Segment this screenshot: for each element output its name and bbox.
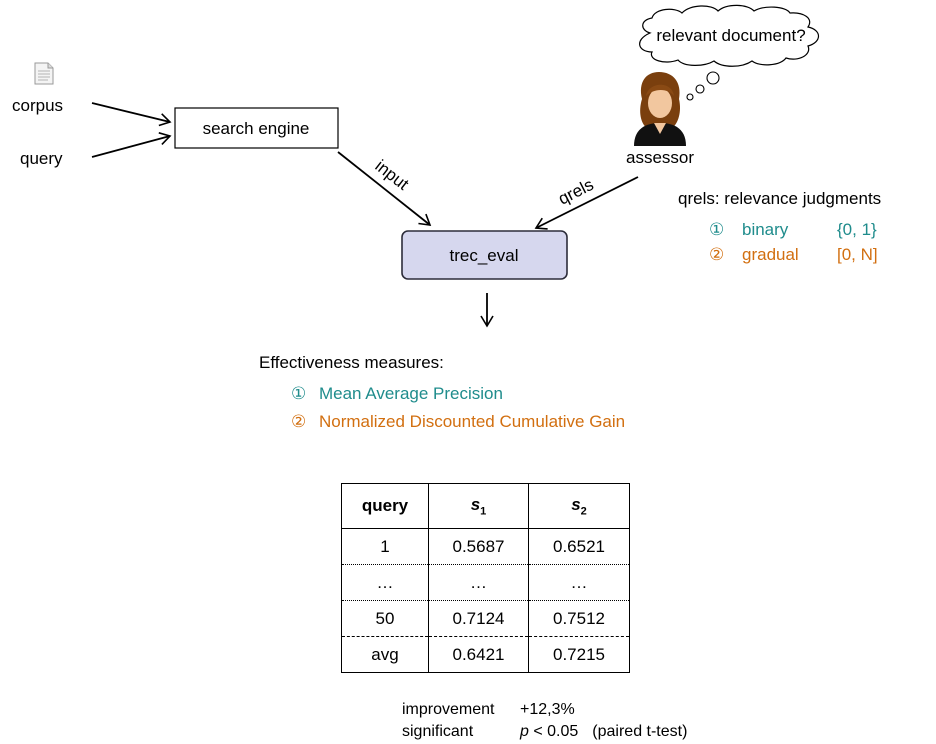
table-cell: 1 [341, 528, 429, 565]
trec-eval-box [401, 230, 568, 280]
query-arrow [91, 132, 172, 158]
table-cell: 0.6421 [428, 636, 529, 673]
measure-label: Normalized Discounted Cumulative Gain [318, 412, 626, 431]
measure-marker: ① [291, 384, 307, 403]
header-query: query [341, 483, 429, 529]
thought-cloud [639, 4, 820, 101]
trec-eval-label: trec_eval [450, 246, 519, 265]
test-name: (paired t-test) [592, 723, 688, 740]
table-row: 50 0.7124 0.7512 [341, 600, 630, 637]
significant-line: significant p < 0.05 (paired t-test) [402, 721, 687, 743]
qrels-item-binary: ① [709, 220, 724, 240]
qrels-item-binary-range: {0, 1} [837, 220, 877, 239]
qrels-item-marker: ① [709, 220, 725, 239]
measure-marker: ② [291, 412, 307, 431]
p-value: < 0.05 [528, 723, 579, 740]
qrels-info-title: qrels: relevance judgments [678, 189, 882, 208]
significant-label: significant [402, 723, 474, 740]
table-cell: 50 [341, 600, 429, 637]
header-s1: s1 [428, 483, 529, 529]
qrels-edge-label: qrels [555, 175, 596, 209]
header-s1-sub: 1 [480, 505, 487, 518]
table-cell: 0.7512 [528, 600, 630, 637]
thought-bubble-text: relevant document? [656, 26, 805, 45]
improvement-value: +12,3% [520, 701, 575, 718]
improvement-line: improvement +12,3% [402, 699, 687, 721]
qrels-item-gradual-range: [0, N] [837, 245, 878, 264]
header-s2: s2 [528, 483, 630, 529]
table-row-average: avg 0.6421 0.7215 [341, 636, 630, 673]
table-cell: … [428, 564, 529, 601]
qrels-item-marker: ② [709, 245, 725, 264]
table-cell: 0.7124 [428, 600, 529, 637]
table-row: 1 0.5687 0.6521 [341, 528, 630, 565]
significance-stats: improvement +12,3% significant p < 0.05 (pa… [402, 699, 687, 743]
table-cell: avg [341, 636, 429, 673]
corpus-arrow [91, 102, 172, 127]
input-edge-label: input [372, 156, 413, 194]
assessor-avatar-icon [634, 72, 686, 146]
measure-label: Mean Average Precision [318, 384, 503, 403]
table-cell: … [341, 564, 429, 601]
p-symbol: p [520, 723, 529, 740]
corpus-label: corpus [12, 96, 63, 115]
measures-title: Effectiveness measures: [259, 353, 444, 372]
qrels-arrow [534, 176, 639, 230]
table-cell: 0.6521 [528, 528, 630, 565]
header-s2-symbol: s [571, 494, 581, 514]
qrels-item-gradual: ② [709, 245, 724, 265]
improvement-label: improvement [402, 701, 495, 718]
header-s1-symbol: s [470, 494, 481, 514]
qrels-item-gradual-name: gradual [742, 245, 799, 264]
qrels-item-binary-name: binary [742, 220, 789, 239]
search-engine-label: search engine [203, 119, 310, 138]
measure-map: ① Mean Average Precision [291, 384, 503, 404]
header-s2-sub: 2 [580, 505, 587, 518]
query-label: query [20, 149, 63, 168]
measure-ndcg: ② Normalized Discounted Cumulative Gain [291, 412, 625, 432]
table-row: … … … [341, 564, 630, 601]
table-cell: 0.7215 [528, 636, 630, 673]
assessor-label: assessor [626, 148, 694, 167]
search-engine-box [174, 107, 339, 149]
table-cell: 0.5687 [428, 528, 529, 565]
table-header-row: query s1 s2 [341, 483, 630, 529]
input-arrow [337, 151, 432, 226]
document-icon [34, 62, 54, 85]
table-cell: … [528, 564, 630, 601]
results-table: query s1 s2 1 0.5687 0.6521 … … … 50 0.7… [341, 483, 630, 673]
